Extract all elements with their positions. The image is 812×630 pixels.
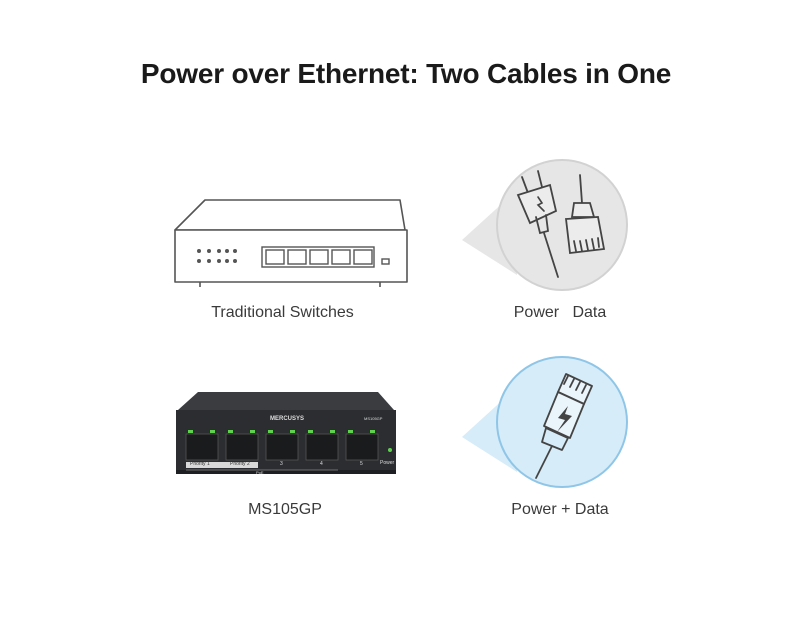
- ethernet-cable-icon: [564, 174, 606, 254]
- power-led-label: Power: [380, 460, 395, 466]
- single-cable-bubble: [462, 356, 628, 488]
- port-label-5: 5: [360, 461, 363, 467]
- switch-brand: MERCUSYS: [270, 416, 305, 422]
- separate-cables-bubble: [462, 159, 628, 291]
- ms105gp-caption: MS105GP: [248, 501, 322, 518]
- port-label-1: Priority 1: [190, 461, 210, 467]
- lightning-bolt-icon: [557, 406, 572, 432]
- port-label-2: Priority 2: [230, 461, 250, 467]
- separate-cables-caption: Power Data: [513, 304, 607, 321]
- port-label-3: 3: [280, 461, 283, 467]
- port-label-4: 4: [320, 461, 323, 467]
- switch-model: MS105GP: [364, 416, 383, 421]
- traditional-switch-illustration: [174, 199, 408, 287]
- power-plug-icon: [516, 170, 559, 278]
- traditional-switch-caption: Traditional Switches: [211, 304, 354, 321]
- single-cable-caption: Power + Data: [511, 501, 609, 518]
- poe-label: PoE: [256, 470, 264, 475]
- page-title: Power over Ethernet: Two Cables in One: [140, 58, 672, 89]
- ms105gp-switch: MERCUSYS MS105GP Priority 1 Priority 2 3…: [172, 388, 400, 478]
